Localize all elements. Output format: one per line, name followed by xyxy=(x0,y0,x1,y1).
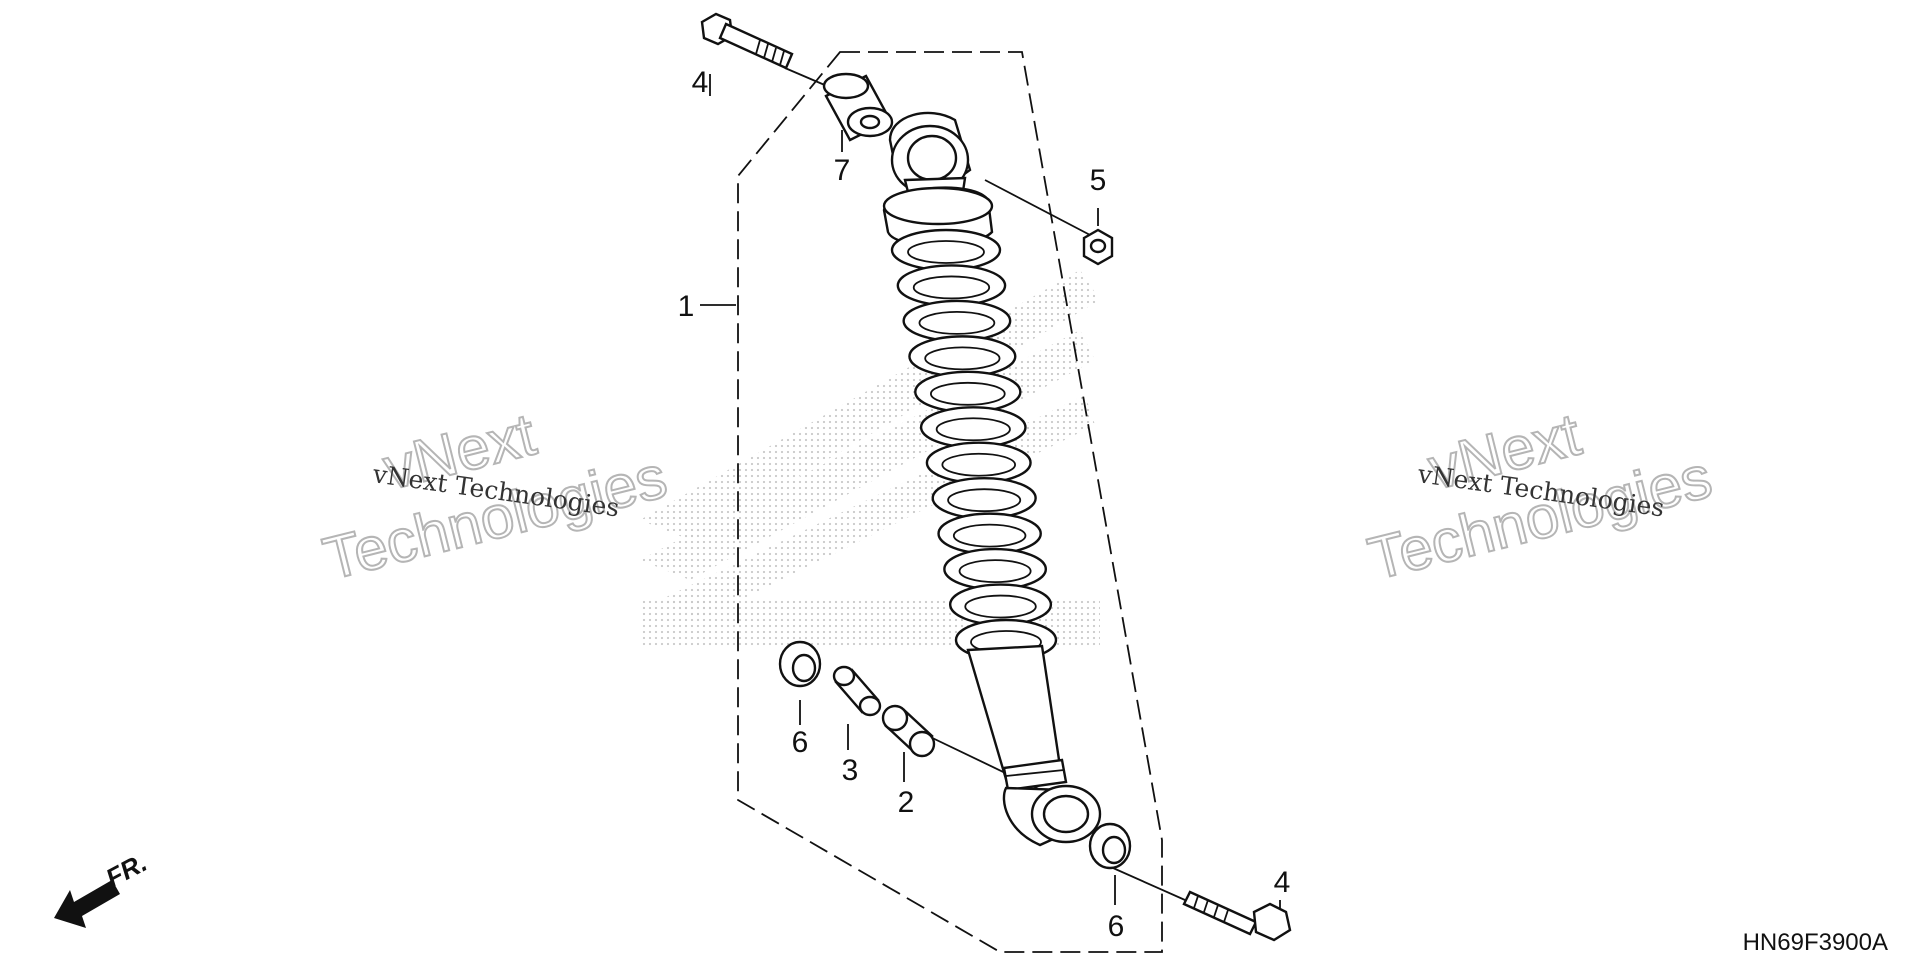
spring-coil-inner xyxy=(941,452,1016,477)
assembly-boundary xyxy=(737,51,1163,953)
spring-coil-inner xyxy=(947,488,1022,513)
callout-5: 5 xyxy=(1090,164,1107,197)
callout-6-bottom: 6 xyxy=(1108,910,1125,943)
nut xyxy=(1082,228,1114,266)
collar xyxy=(832,665,882,717)
spring-coil-inner xyxy=(912,275,991,300)
spring-coil-inner xyxy=(952,523,1027,548)
callout-1: 1 xyxy=(678,290,695,323)
callout-3: 3 xyxy=(842,754,859,787)
callout-2: 2 xyxy=(898,786,915,819)
spring-coil-inner xyxy=(930,381,1006,406)
callouts: 4 7 5 1 6 3 2 4 6 xyxy=(678,66,1291,943)
callout-4-bottom: 4 xyxy=(1274,866,1291,899)
bolt-bottom xyxy=(1182,890,1292,942)
callout-7: 7 xyxy=(834,154,851,187)
shock-lower-body xyxy=(966,644,1102,847)
spring-coil-inner xyxy=(935,417,1011,442)
spring-coil-inner xyxy=(964,594,1037,619)
bolt-top xyxy=(700,12,794,70)
bushing-upper xyxy=(822,72,894,142)
callout-4-top: 4 xyxy=(692,66,709,99)
spring-coil-inner xyxy=(918,311,996,335)
spring-coil-inner xyxy=(907,240,985,264)
bushing-lower xyxy=(881,704,936,758)
shock-top-eye xyxy=(888,111,972,202)
front-direction-arrow-icon: FR. xyxy=(54,847,152,928)
diagram-code: HN69F3900A xyxy=(1743,929,1888,956)
spring-coil-inner xyxy=(958,559,1032,583)
washer-left xyxy=(778,640,822,688)
washer-bottom xyxy=(1088,822,1132,870)
watermark-left: vNext Technologies vNext Technologies xyxy=(316,399,674,593)
spring-coil-inner xyxy=(924,346,1001,371)
watermark-right: vNext Technologies vNext Technologies xyxy=(1361,399,1719,593)
callout-6-left: 6 xyxy=(792,726,809,759)
